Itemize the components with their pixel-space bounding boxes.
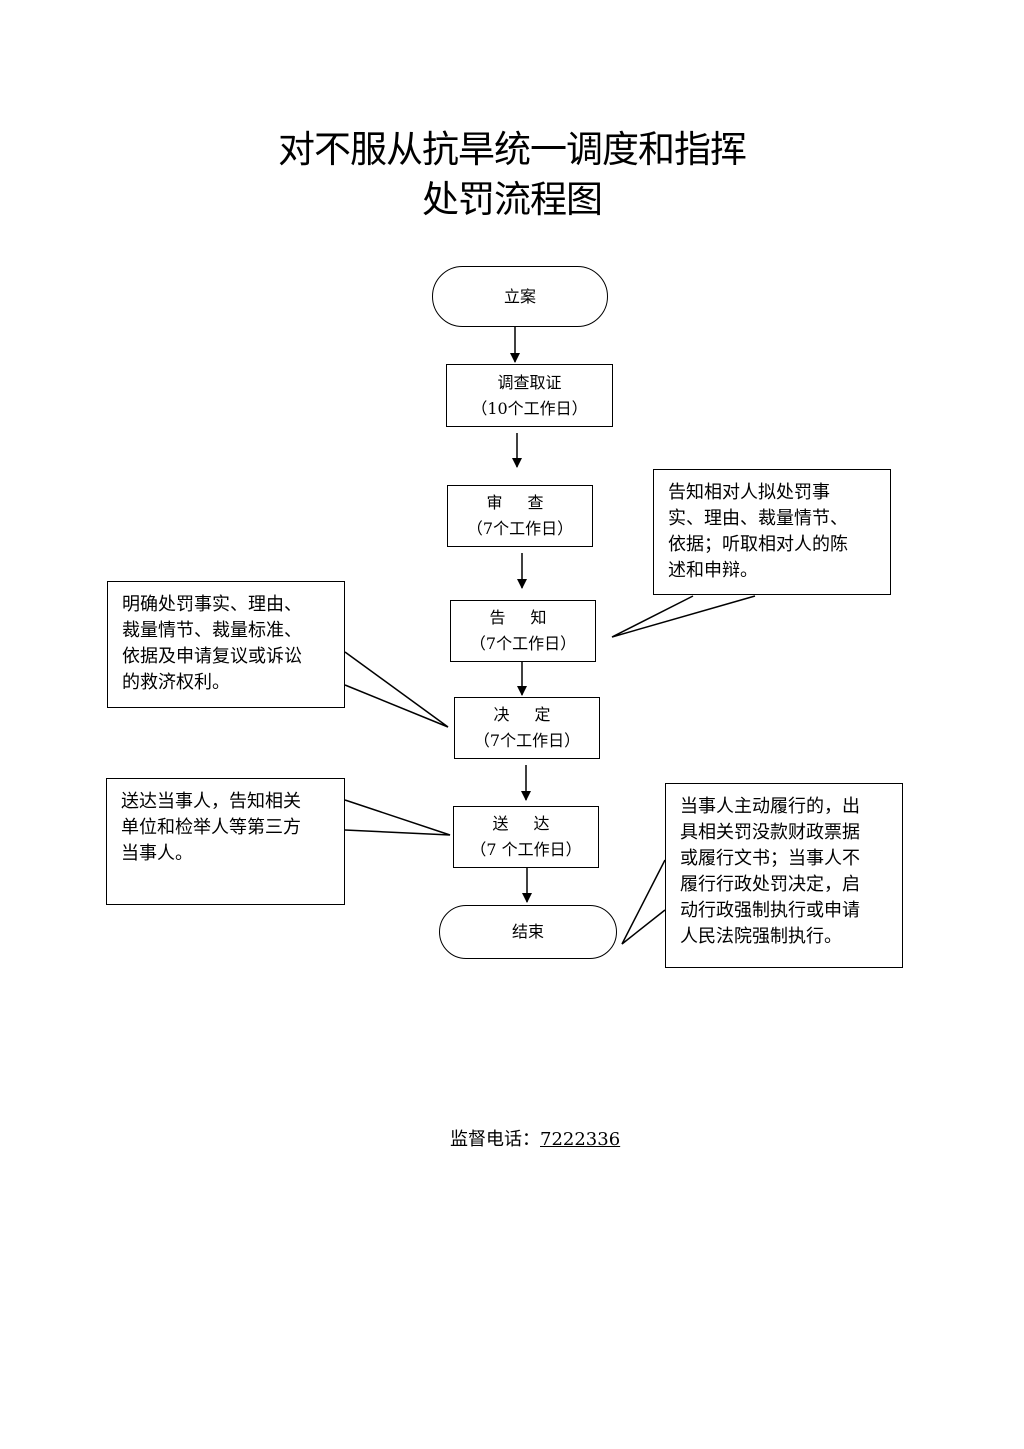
step-review-box: 审 查 （7个工作日）	[447, 485, 593, 547]
note-end-right-line: 或履行文书；当事人不	[680, 848, 860, 869]
note-decision-left-line: 明确处罚事实、理由、	[122, 594, 302, 615]
note-end-right-line: 具相关罚没款财政票据	[680, 822, 860, 843]
note-end-right-line: 人民法院强制执行。	[680, 926, 842, 947]
step-delivery-label: 送 达	[492, 814, 560, 833]
step-filing-label: 立案	[503, 286, 536, 306]
supervision-hotline-label: 监督电话：	[450, 1129, 540, 1150]
step-decision-duration: （7个工作日）	[473, 731, 581, 750]
step-decision-box: 决 定 （7个工作日）	[454, 697, 600, 759]
step-end-label: 结束	[511, 922, 544, 941]
note-delivery-left-line: 送达当事人，告知相关	[121, 791, 301, 812]
step-decision-label: 决 定	[493, 705, 561, 724]
step-end-box: 结束	[439, 905, 617, 959]
callout-pointer-delivery-left	[344, 799, 451, 836]
note-delivery-left-line: 当事人。	[121, 843, 193, 864]
callout-pointer-notice-right	[611, 595, 756, 638]
callout-pointer-decision-left	[344, 651, 449, 728]
note-notice-right-line: 实、理由、裁量情节、	[668, 508, 848, 529]
callout-pointer-end-right	[621, 859, 666, 945]
note-delivery-left-line: 单位和检举人等第三方	[121, 817, 301, 838]
supervision-hotline: 监督电话：7222336	[450, 1125, 620, 1151]
step-investigation-label: 调查取证	[497, 372, 562, 392]
note-end-right-line: 履行行政处罚决定，启	[680, 874, 860, 895]
step-investigation-box: 调查取证 （10个工作日）	[446, 364, 613, 427]
note-decision-left: 明确处罚事实、理由、 裁量情节、裁量标准、 依据及申请复议或诉讼 的救济权利。	[107, 581, 345, 708]
note-decision-left-line: 裁量情节、裁量标准、	[122, 620, 302, 641]
step-notice-duration: （7个工作日）	[469, 634, 577, 653]
note-notice-right-line: 述和申辩。	[668, 560, 758, 581]
step-filing-box: 立案	[432, 266, 608, 327]
step-investigation-duration: （10个工作日）	[471, 398, 588, 418]
step-review-label: 审 查	[486, 493, 554, 512]
note-notice-right-line: 告知相对人拟处罚事	[668, 482, 830, 503]
supervision-hotline-number: 7222336	[540, 1129, 621, 1150]
step-delivery-duration: （7 个工作日）	[470, 840, 582, 859]
note-notice-right-line: 依据；听取相对人的陈	[668, 534, 848, 555]
step-notice-box: 告 知 （7个工作日）	[450, 600, 596, 662]
step-review-duration: （7个工作日）	[466, 519, 574, 538]
note-notice-right: 告知相对人拟处罚事 实、理由、裁量情节、 依据；听取相对人的陈 述和申辩。	[653, 469, 891, 595]
note-delivery-left: 送达当事人，告知相关 单位和检举人等第三方 当事人。	[106, 778, 345, 905]
note-end-right-line: 当事人主动履行的，出	[680, 796, 860, 817]
step-notice-label: 告 知	[489, 608, 557, 627]
note-decision-left-line: 的救济权利。	[122, 672, 230, 693]
page-title-line-2: 处罚流程图	[422, 178, 603, 221]
step-delivery-box: 送 达 （7 个工作日）	[453, 806, 599, 868]
note-end-right: 当事人主动履行的，出 具相关罚没款财政票据 或履行文书；当事人不 履行行政处罚决…	[665, 783, 903, 968]
page-title-line-1: 对不服从抗旱统一调度和指挥	[278, 128, 747, 171]
note-decision-left-line: 依据及申请复议或诉讼	[122, 646, 302, 667]
note-end-right-line: 动行政强制执行或申请	[680, 900, 860, 921]
